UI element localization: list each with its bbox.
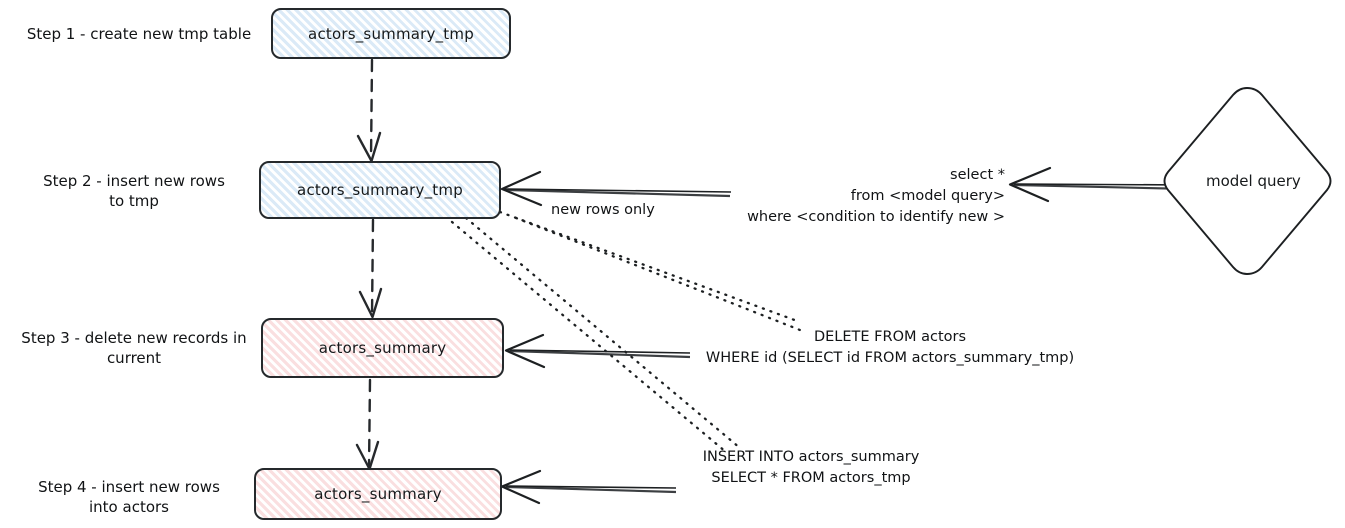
- step-label-3: Step 3 - delete new records in current: [21, 329, 247, 368]
- annotation-model-query-sql: select * from <model query> where <condi…: [747, 167, 1005, 226]
- arrow-insert-to-actors-summary: [500, 469, 677, 505]
- node-step1-actors-summary-tmp[interactable]: actors_summary_tmp: [271, 8, 511, 59]
- dotted-link-tmp-to-insert: [450, 216, 742, 454]
- dotted-link-tmp-to-delete: [498, 210, 802, 332]
- node-label: actors_summary_tmp: [308, 24, 474, 43]
- node-label: actors_summary: [318, 339, 447, 357]
- node-label: actors_summary: [314, 485, 442, 503]
- step-label-1: Step 1 - create new tmp table: [26, 25, 252, 43]
- arrow-model-query-to-sql: [1008, 166, 1191, 203]
- node-step4-actors-summary[interactable]: actors_summary: [254, 468, 502, 520]
- arrow-delete-to-actors-summary: [504, 333, 691, 369]
- flow-arrow-step2-step3: [358, 218, 383, 319]
- step-label-2: Step 2 - insert new rows to tmp: [43, 172, 225, 211]
- annotation-delete-sql: DELETE FROM actors WHERE id (SELECT id F…: [705, 329, 1075, 367]
- model-query-diamond[interactable]: [1163, 87, 1332, 275]
- arrow-new-rows-to-tmp: [500, 170, 732, 207]
- flow-arrow-step3-step4: [355, 378, 380, 471]
- node-label: actors_summary_tmp: [297, 181, 463, 199]
- annotation-insert-sql: INSERT INTO actors_summary SELECT * FROM…: [702, 449, 920, 487]
- flow-arrow-step1-step2: [356, 58, 382, 163]
- step-label-4: Step 4 - insert new rows into actors: [38, 478, 220, 517]
- node-step2-actors-summary-tmp[interactable]: actors_summary_tmp: [259, 161, 501, 219]
- node-step3-actors-summary[interactable]: actors_summary: [261, 318, 504, 378]
- model-query-label: model query: [1206, 172, 1301, 190]
- annotation-new-rows-only: new rows only: [551, 202, 655, 218]
